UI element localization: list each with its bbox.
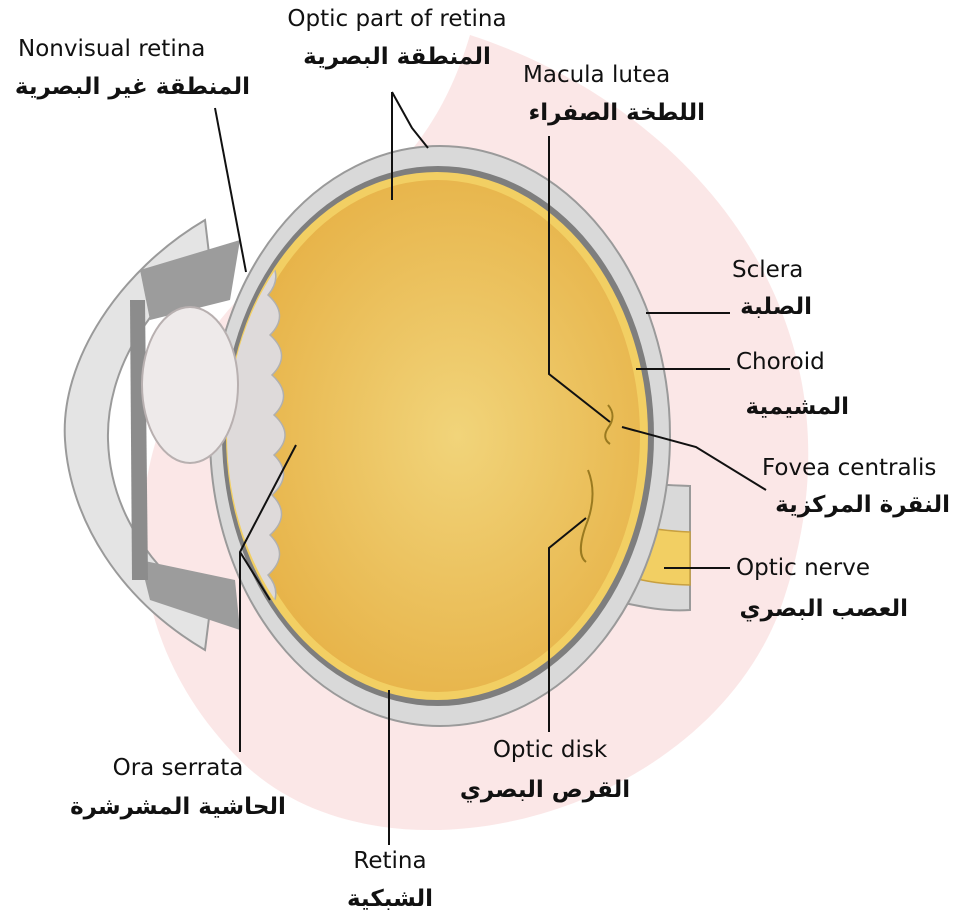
label-choroid-ar: المشيمية bbox=[734, 392, 849, 422]
label-macula-en: Macula lutea bbox=[523, 60, 670, 90]
label-retina-en: Retina bbox=[330, 846, 450, 876]
label-sclera-en: Sclera bbox=[732, 255, 803, 285]
label-nonvisual-ar: المنطقة غير البصرية bbox=[10, 72, 250, 102]
label-optic-nerve-en: Optic nerve bbox=[736, 553, 870, 583]
label-optic-disk-ar: القرص البصري bbox=[455, 775, 635, 805]
label-nonvisual-en: Nonvisual retina bbox=[18, 34, 205, 64]
label-sclera-ar: الصلبة bbox=[732, 292, 812, 322]
label-fovea-en: Fovea centralis bbox=[762, 453, 936, 483]
label-fovea-ar: النقرة المركزية bbox=[770, 490, 950, 520]
label-optic-part-ar: المنطقة البصرية bbox=[292, 42, 502, 72]
label-optic-nerve-ar: العصب البصري bbox=[728, 594, 908, 624]
vitreous-body bbox=[234, 180, 640, 692]
label-ora-en: Ora serrata bbox=[88, 753, 268, 783]
lens bbox=[142, 307, 238, 463]
label-choroid-en: Choroid bbox=[736, 347, 825, 377]
label-ora-ar: الحاشية المشرشرة bbox=[58, 792, 298, 822]
label-macula-ar: اللطخة الصفراء bbox=[520, 98, 705, 128]
label-retina-ar: الشبكية bbox=[330, 884, 450, 914]
label-optic-disk-en: Optic disk bbox=[460, 735, 640, 765]
label-optic-part-en: Optic part of retina bbox=[262, 4, 532, 34]
